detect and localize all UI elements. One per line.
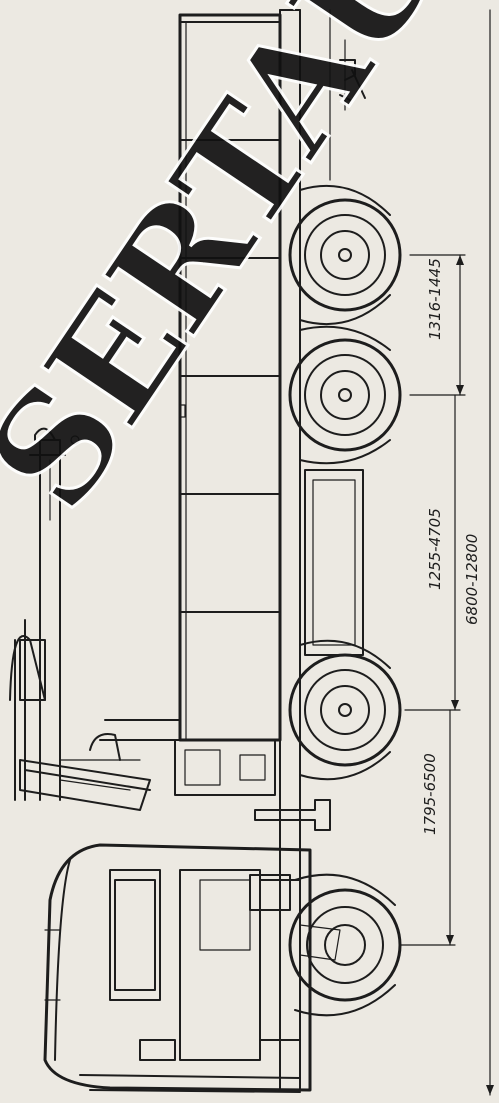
front-axle-wheel [288, 873, 402, 1017]
rear-axle-wheel-1 [288, 184, 402, 326]
dimension-overall-length: 6800-12800 [463, 534, 481, 625]
dimension-front-overhang: 1795-6500 [421, 753, 439, 835]
truck-cab [43, 843, 312, 1093]
outrigger [254, 799, 331, 831]
dimension-rear-axle-spacing: 1316-1445 [426, 258, 444, 340]
dimension-lines [399, 9, 494, 1096]
rear-axle-wheel-2 [288, 325, 402, 465]
loader-crane [9, 427, 276, 811]
fuel-tank [304, 469, 364, 656]
svg-text:SERTAU: SERTAU [0, 0, 476, 540]
rear-hitch [339, 39, 366, 111]
mid-axle-wheel [288, 639, 402, 781]
watermark-logo: SERTAU [0, 0, 477, 542]
dimension-mid-axle-spacing: 1255-4705 [426, 508, 444, 590]
